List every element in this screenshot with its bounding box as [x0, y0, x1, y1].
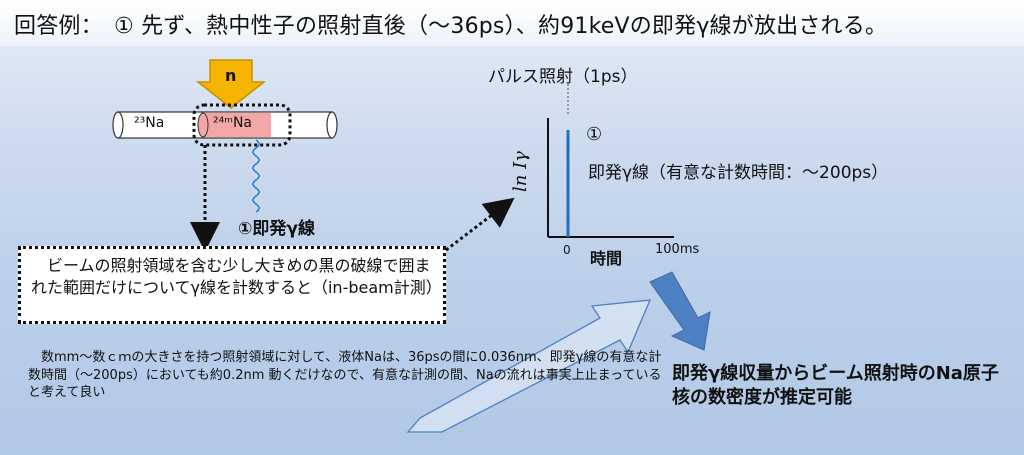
gamma-wave-icon — [252, 139, 260, 213]
pipe-icon — [112, 111, 338, 139]
title-bar — [0, 0, 1024, 46]
measurement-region-outline — [192, 103, 292, 147]
in-beam-info-box: ビームの照射領域を含む少し大きめの黒の破線で囲まれた範囲だけについてγ線を計数す… — [18, 246, 446, 324]
graph-xlabel: 時間 — [590, 249, 623, 268]
graph-annotation: 即発γ線（有意な計数時間：〜200ps） — [588, 163, 889, 183]
neutron-arrow-icon — [195, 59, 267, 109]
neutron-label: n — [225, 66, 237, 85]
pulse-label: パルス照射（1ps） — [488, 67, 638, 87]
conclusion-text: 即発γ線収量からビーム照射時のNa原子核の数密度が推定可能 — [672, 363, 999, 408]
irradiated-region — [203, 113, 271, 137]
graph-marker: ① — [586, 124, 603, 145]
prompt-gamma-label: ①即発γ線 — [238, 219, 315, 239]
solid-arrow-icon — [649, 271, 711, 351]
in-beam-info-text: ビームの照射領域を含む少し大きめの黒の破線で囲まれた範囲だけについてγ線を計数す… — [31, 256, 442, 297]
graph-tick-zero: 0 — [563, 243, 571, 257]
flow-note-text: 数mm〜数ｃｍの大きさを持つ照射領域に対して、液体Naは、36psの間に0.03… — [28, 350, 662, 400]
graph-ylabel: ln Iγ — [510, 151, 531, 192]
na24m-label: ²⁴ᵐNa — [213, 115, 252, 131]
graph-tick-end: 100ms — [655, 242, 700, 257]
hollow-arrow-icon — [406, 299, 652, 433]
dotted-arrow-to-graph — [445, 197, 515, 252]
na23-label: ²³Na — [134, 115, 165, 131]
page-title: 回答例： ① 先ず、熱中性子の照射直後（〜36ps）、約91keVの即発γ線が放… — [14, 14, 888, 39]
